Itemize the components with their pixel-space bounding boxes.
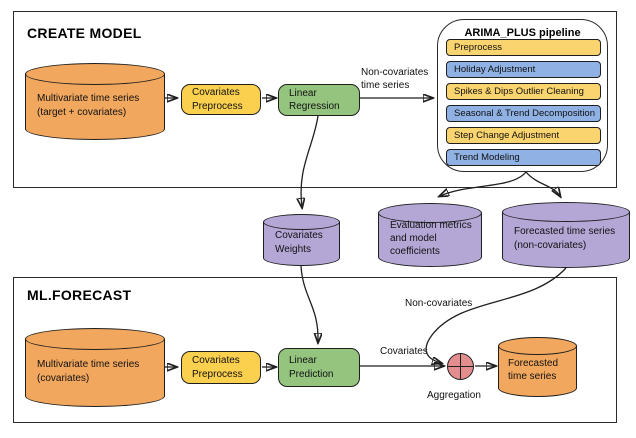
forecasted-noncovariates-cylinder: Forecasted time series (non-covariates)	[502, 202, 630, 268]
multivariate-covariates-cylinder: Multivariate time series (covariates)	[25, 328, 165, 407]
cylinder-top-ellipse	[25, 328, 165, 350]
cylinder-label: Covariates Weights	[275, 230, 323, 255]
cylinder-label: Forecasted time series	[508, 357, 559, 382]
cylinder-top-ellipse	[378, 203, 482, 223]
cylinder-body	[25, 74, 165, 140]
covariates-preprocess-box-bottom: Covariates Preprocess	[181, 351, 261, 384]
pipeline-title: ARIMA_PLUS pipeline	[464, 27, 581, 39]
arima-plus-pipeline-container: ARIMA_PLUS pipeline Preprocess Holiday A…	[437, 19, 608, 172]
cylinder-top-ellipse	[263, 214, 340, 230]
pipeline-step-spikes-dips: Spikes & Dips Outlier Cleaning	[446, 83, 601, 100]
ml-forecast-title: ML.FORECAST	[27, 287, 132, 303]
pipeline-step-seasonal-trend: Seasonal & Trend Decomposition	[446, 105, 601, 122]
multivariate-target-covariates-cylinder: Multivariate time series (target + covar…	[25, 63, 165, 140]
pipeline-step-preprocess: Preprocess	[446, 39, 601, 56]
cylinder-label: Forecasted time series (non-covariates)	[514, 226, 616, 251]
cylinder-label: Multivariate time series (covariates)	[37, 359, 140, 384]
pipeline-step-step-change: Step Change Adjustment	[446, 127, 601, 144]
evaluation-metrics-cylinder: Evaluation metrics and model coefficient…	[378, 203, 482, 267]
plus-horizontal-line	[448, 365, 473, 368]
create-model-title: CREATE MODEL	[27, 25, 142, 41]
aggregation-label: Aggregation	[427, 390, 481, 401]
covariates-preprocess-box-top: Covariates Preprocess	[181, 84, 261, 115]
aggregation-plus-icon	[447, 353, 474, 380]
noncovariates-time-series-label: Non-covariates time series	[361, 67, 429, 91]
noncovariates-label: Non-covariates	[405, 298, 473, 309]
pipeline-step-trend-modeling: Trend Modeling	[446, 149, 601, 166]
covariates-label: Covariates	[380, 346, 428, 357]
forecasted-time-series-cylinder: Forecasted time series	[498, 337, 577, 397]
cylinder-label: Evaluation metrics and model coefficient…	[390, 219, 472, 258]
covariates-weights-cylinder: Covariates Weights	[263, 214, 340, 266]
pipeline-step-holiday-adjustment: Holiday Adjustment	[446, 61, 601, 78]
cylinder-label: Multivariate time series (target + covar…	[37, 93, 140, 118]
linear-prediction-box: Linear Prediction	[278, 348, 360, 387]
cylinder-body	[378, 213, 482, 267]
linear-regression-box: Linear Regression	[278, 84, 360, 116]
cylinder-body	[25, 339, 165, 407]
cylinder-top-ellipse	[502, 202, 630, 222]
cylinder-top-ellipse	[25, 63, 165, 85]
